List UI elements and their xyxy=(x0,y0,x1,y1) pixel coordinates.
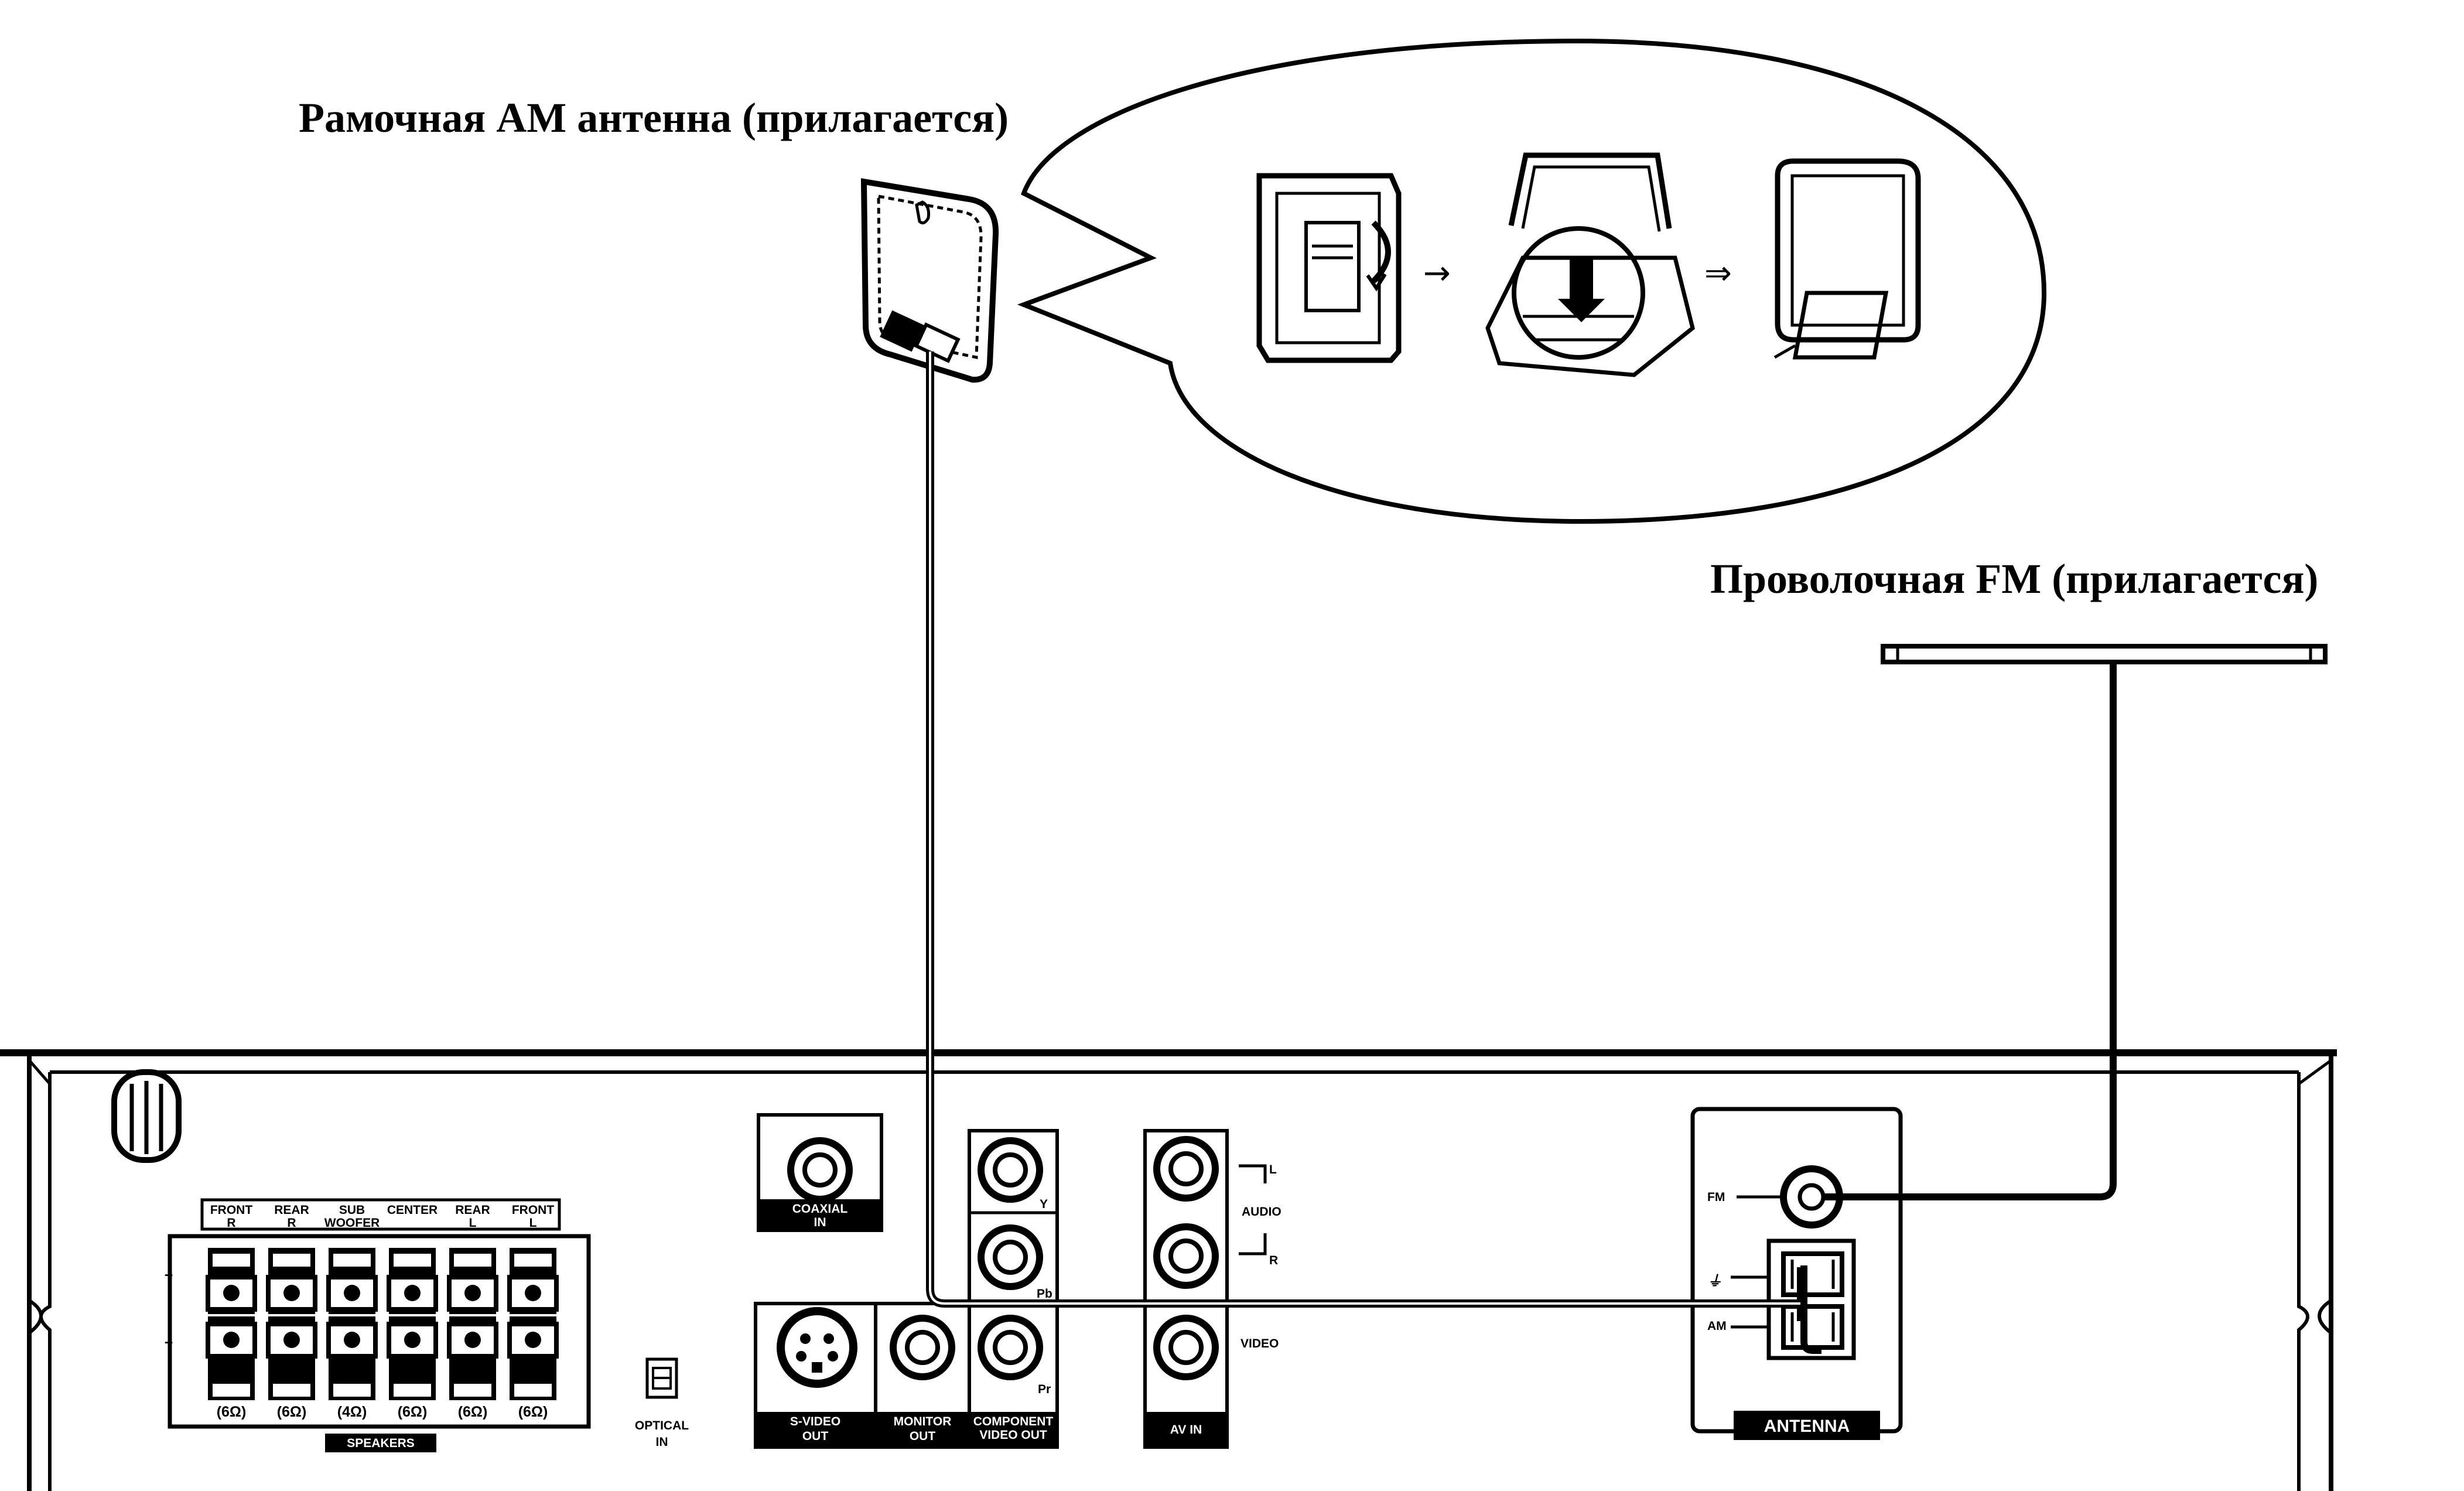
assembly-step-3-illustration xyxy=(1773,158,1921,360)
component-pb-label: Pb xyxy=(1037,1287,1052,1301)
antenna-panel-label: ANTENNA xyxy=(1764,1417,1850,1436)
speaker-minus-sign: − xyxy=(165,1335,173,1351)
assembly-arrow-1: → xyxy=(1423,254,1451,292)
speaker-channel-label: FRONT xyxy=(512,1203,554,1217)
av-in-label: AV IN xyxy=(1170,1423,1202,1437)
speaker-channel-sublabel: R xyxy=(227,1216,235,1230)
component-label-1: COMPONENT xyxy=(973,1415,1054,1428)
am-antenna-title: Рамочная AM антенна (прилагается) xyxy=(299,94,1009,141)
speaker-channel-sublabel: R xyxy=(287,1216,296,1230)
av-audio-label: AUDIO xyxy=(1242,1205,1281,1219)
am-loop-antenna xyxy=(860,178,999,383)
speaker-impedance-label: (6Ω) xyxy=(277,1404,307,1420)
fm-antenna-title: Проволочная FM (прилагается) xyxy=(1710,555,2318,602)
speaker-channel-sublabel: L xyxy=(469,1216,477,1230)
s-video-out-port[interactable]: S-VIDEO OUT xyxy=(754,1302,877,1449)
am-terminal-label: AM xyxy=(1707,1319,1727,1333)
am-assembly-callout xyxy=(1017,38,2047,524)
component-label-2: VIDEO OUT xyxy=(979,1428,1047,1442)
component-video-out[interactable]: Y Pb Pr COMPONENT VIDEO OUT xyxy=(968,1129,1059,1449)
speaker-impedance-label: (6Ω) xyxy=(398,1404,428,1420)
av-audio-r-label: R xyxy=(1269,1254,1278,1267)
optical-in-label-2: IN xyxy=(656,1435,668,1449)
optical-in-label-1: OPTICAL xyxy=(635,1419,689,1432)
assembly-arrow-2: ⇒ xyxy=(1704,254,1732,292)
coaxial-in-label-1: COAXIAL xyxy=(792,1202,848,1216)
speakers-label: SPEAKERS xyxy=(347,1437,415,1450)
antenna-wires xyxy=(926,352,2117,1354)
av-video-label: VIDEO xyxy=(1240,1337,1279,1350)
speaker-channel-label: REAR xyxy=(274,1203,309,1217)
speaker-channel-label: SUB xyxy=(339,1203,365,1217)
optical-in-port[interactable]: OPTICAL IN xyxy=(635,1357,689,1449)
speaker-impedance-label: (6Ω) xyxy=(458,1404,488,1420)
component-pr-label: Pr xyxy=(1038,1383,1051,1396)
fm-wire-antenna xyxy=(1881,644,2328,664)
speaker-channel-label: FRONT xyxy=(210,1203,252,1217)
speaker-channel-sublabel: WOOFER xyxy=(324,1216,380,1230)
fm-terminal-label: FM xyxy=(1707,1190,1725,1204)
speaker-channel-label: CENTER xyxy=(387,1203,438,1217)
speaker-impedance-label: (6Ω) xyxy=(217,1404,247,1420)
monitor-out-label-1: MONITOR xyxy=(894,1415,952,1428)
component-y-label: Y xyxy=(1040,1197,1048,1211)
speaker-channel-sublabel: L xyxy=(529,1216,537,1230)
receiver-rear-panel xyxy=(0,1049,2337,1491)
power-cord-icon xyxy=(111,1069,182,1163)
monitor-out-label-2: OUT xyxy=(910,1429,936,1443)
assembly-step-2-illustration xyxy=(1485,152,1695,377)
speaker-terminals: FRONTR(6Ω)REARR(6Ω)SUBWOOFER(4Ω)CENTER(6… xyxy=(165,1198,591,1452)
s-video-label-2: OUT xyxy=(802,1429,829,1443)
speaker-channel-label: REAR xyxy=(455,1203,490,1217)
ground-icon: ⏚ xyxy=(1707,1273,1722,1289)
av-in-ports[interactable]: L AUDIO R VIDEO AV IN xyxy=(1143,1129,1281,1449)
coaxial-in-port[interactable]: COAXIAL IN xyxy=(757,1113,883,1232)
coaxial-in-label-2: IN xyxy=(814,1216,826,1229)
speaker-plus-sign: + xyxy=(165,1267,173,1284)
monitor-out-port[interactable]: MONITOR OUT xyxy=(874,1302,971,1449)
assembly-step-1-illustration xyxy=(1256,173,1402,363)
speaker-terminal-4[interactable]: CENTER (6Ω) xyxy=(387,1203,438,1420)
av-audio-l-label: L xyxy=(1269,1163,1277,1176)
speaker-impedance-label: (4Ω) xyxy=(337,1404,367,1420)
antenna-input-panel: FM ⏚ AM ANTENNA xyxy=(1690,1107,1903,1440)
speaker-impedance-label: (6Ω) xyxy=(518,1404,548,1420)
s-video-label-1: S-VIDEO xyxy=(790,1415,840,1428)
